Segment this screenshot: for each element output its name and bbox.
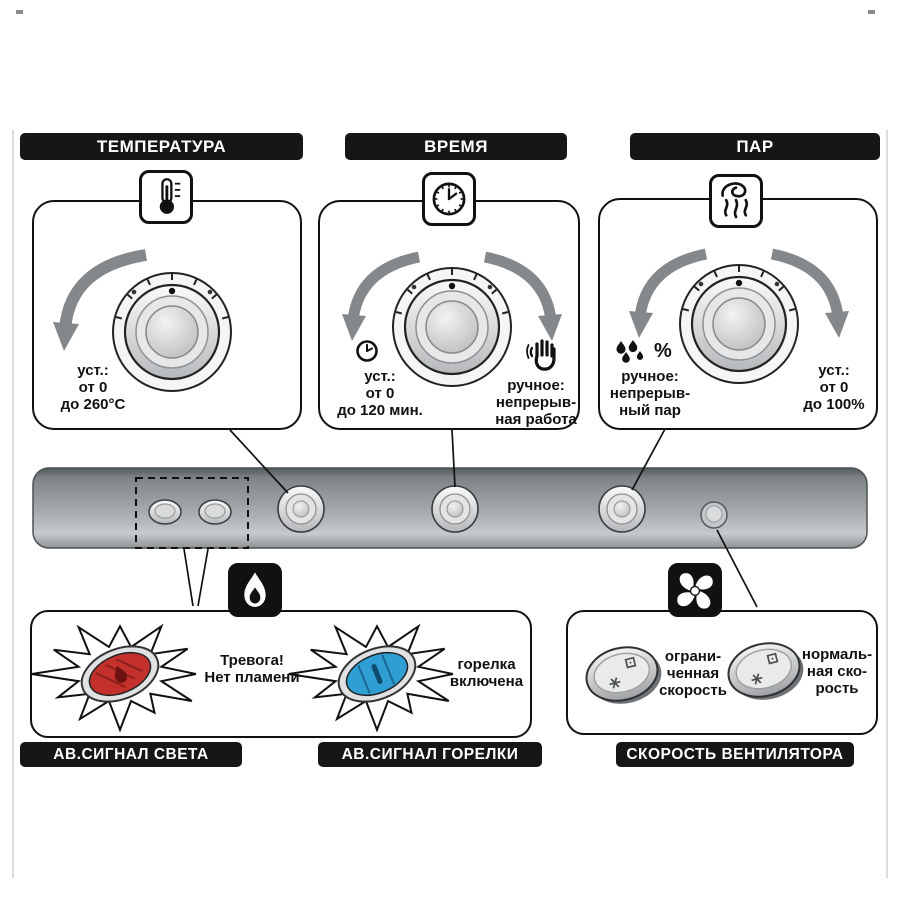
knob-dial (112, 272, 232, 392)
panel-dashed-outline (135, 477, 249, 549)
steam-set-label: уст.: от 0 до 100% (803, 362, 865, 414)
indicator-light-burner (198, 499, 232, 525)
light-alarm-text: Тревога! Нет пламени (204, 652, 300, 687)
water-drops-icon (616, 340, 644, 363)
scan-speck-left (16, 10, 23, 14)
time-knob (342, 251, 562, 387)
panel-knob-time (431, 485, 479, 533)
steam-callout: % ручное: непрерыв- ный пар уст.: от 0 д… (598, 198, 878, 430)
rotate-arrow-right (483, 251, 562, 341)
rotate-arrow-left (342, 251, 421, 341)
indicator-light-alarm (148, 499, 182, 525)
scan-speck-right (868, 10, 875, 14)
fan-normal-label: нормаль- ная ско- рость (801, 646, 873, 698)
fan-speed-callout: ограни- ченная скорость нормаль- ная ско… (566, 610, 878, 735)
time-manual-label: ручное: непрерыв- ная работа (495, 377, 577, 429)
steam-manual-label: ручное: непрерыв- ный пар (609, 368, 691, 420)
section-header-time: ВРЕМЯ (345, 133, 567, 160)
rotate-arrow-left (53, 249, 147, 351)
flame-icon (244, 572, 266, 607)
alarm-callout: Тревога! Нет пламени горелка включена (30, 610, 532, 738)
label-fan-speed: СКОРОСТЬ ВЕНТИЛЯТОРА (616, 742, 854, 767)
temperature-callout: уст.: от 0 до 260°C (32, 200, 302, 430)
knob-dial (679, 264, 799, 384)
burner-alarm-starburst (287, 614, 467, 734)
light-alarm-lamp (80, 645, 160, 703)
control-panel (32, 467, 868, 549)
section-header-temperature: ТЕМПЕРАТУРА (20, 133, 303, 160)
page-edge-line-right (886, 130, 888, 878)
percent-label: % (654, 340, 672, 362)
rotate-arrow-left (629, 248, 708, 338)
small-clock-icon (356, 340, 378, 362)
hand-icon (526, 339, 556, 371)
label-burner-alarm: АВ.СИГНАЛ ГОРЕЛКИ (318, 742, 542, 767)
burner-alarm-lamp (337, 645, 417, 703)
steam-icon (721, 182, 749, 219)
panel-button-fan-speed (700, 501, 728, 529)
thermometer-icon-box (139, 170, 193, 224)
time-callout: уст.: от 0 до 120 мин. ручное: непрерыв-… (318, 200, 580, 430)
fan-speed-button-limited (585, 646, 662, 704)
temperature-set-label: уст.: от 0 до 260°C (60, 362, 126, 414)
panel-knob-steam (598, 485, 646, 533)
panel-knob-temperature (277, 485, 325, 533)
thermometer-icon (159, 178, 181, 214)
clock-icon-box (422, 172, 476, 226)
flame-icon-box (228, 563, 282, 617)
time-set-label: уст.: от 0 до 120 мин. (337, 368, 423, 420)
fan-icon-box (668, 563, 722, 617)
clock-icon (432, 182, 466, 216)
fan-limited-label: ограни- ченная скорость (659, 648, 727, 700)
fan-icon (677, 573, 713, 609)
burner-alarm-text: горелка включена (449, 656, 524, 691)
section-header-steam: ПАР (630, 133, 880, 160)
fan-speed-button-normal (727, 642, 804, 700)
temperature-knob (53, 249, 232, 392)
page-edge-line-left (12, 130, 14, 878)
rotate-arrow-right (770, 248, 849, 338)
knob-dial (392, 267, 512, 387)
light-alarm-starburst (30, 614, 210, 734)
steam-knob (629, 248, 849, 384)
steam-icon-box (709, 174, 763, 228)
label-light-alarm: АВ.СИГНАЛ СВЕТА (20, 742, 242, 767)
